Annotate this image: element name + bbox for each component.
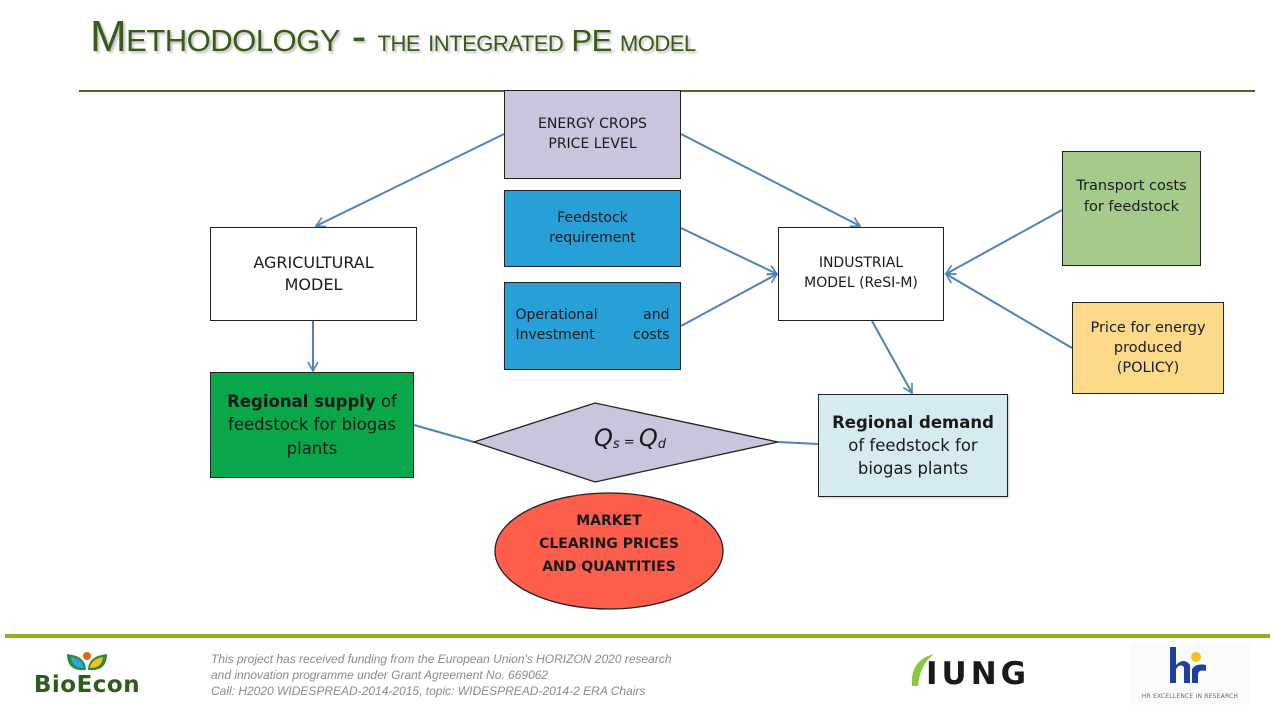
supply-rest: of — [375, 392, 397, 412]
price-line1: Price for energy — [1090, 319, 1206, 336]
arrow-oper-to-industrial — [680, 273, 779, 327]
iung-wordmark: IUNG — [926, 656, 1031, 692]
price-energy-box: Price for energy produced (POLICY) — [1072, 302, 1224, 394]
title-subtitle: the integrated PE model — [377, 23, 697, 58]
agricultural-model-box: AGRICULTURAL MODEL — [210, 227, 417, 321]
transport-costs-box: Transport costs for feedstock — [1062, 151, 1201, 266]
bioecon-logo: BioEcon — [22, 650, 152, 705]
demand-bold: Regional demand — [832, 412, 994, 432]
link-diamond-to-demand — [777, 441, 819, 445]
feedstock-line1: Feedstock — [557, 209, 628, 226]
eq-sign: = — [619, 435, 639, 450]
energy-crops-price-box: ENERGY CROPS PRICE LEVEL — [504, 90, 681, 179]
hr-logo-icon — [1170, 647, 1206, 683]
market-line3: AND QUANTITIES — [542, 559, 676, 575]
regional-supply-box: Regional supply of feedstock for biogas … — [210, 372, 414, 478]
demand-line3: biogas plants — [857, 459, 969, 479]
arrow-price-to-industrial — [944, 273, 1073, 349]
funding-line3: Call: H2020 WIDESPREAD-2014-2015, topic:… — [211, 684, 646, 698]
link-supply-to-diamond — [413, 424, 475, 443]
oper-row2-right: costs — [633, 327, 670, 343]
iung-leaf-icon — [911, 654, 934, 686]
arrow-energy-to-agri — [314, 133, 505, 228]
market-line2: CLEARING PRICES — [539, 536, 679, 552]
industrial-line1: INDUSTRIAL — [818, 255, 904, 272]
bioecon-leaf-icon — [67, 652, 107, 671]
title-separator: - — [339, 12, 378, 61]
bioecon-wordmark: BioEcon — [33, 672, 141, 698]
industrial-line2: MODEL (ReSI-M) — [804, 275, 918, 291]
eq-q-supply: Q — [594, 424, 613, 452]
transport-line2: for feedstock — [1083, 198, 1180, 215]
eq-sub-s: s — [612, 437, 620, 452]
equilibrium-equation: Qs = Qd — [590, 424, 670, 452]
arrow-transport-to-industrial — [944, 209, 1063, 275]
funding-statement: This project has received funding from t… — [211, 651, 672, 699]
energy-crops-line1: ENERGY CROPS — [538, 115, 647, 132]
arrow-energy-to-industrial — [680, 133, 862, 228]
price-line2: produced — [1113, 339, 1183, 356]
industrial-model-box: INDUSTRIAL MODEL (ReSI-M) — [778, 227, 944, 321]
oper-row1-left: Operational — [515, 307, 598, 324]
transport-line1: Transport costs — [1076, 178, 1187, 195]
energy-crops-line2: PRICE LEVEL — [548, 135, 637, 152]
arrow-industrial-to-demand — [871, 320, 913, 395]
slide-title: Methodology - the integrated PE model — [90, 12, 696, 62]
operational-investment-costs-box: Operational and Investment costs — [504, 282, 681, 370]
demand-line2: of feedstock for — [848, 435, 978, 455]
oper-row1-right: and — [643, 307, 670, 324]
agri-line1: AGRICULTURAL — [253, 252, 374, 272]
arrow-feedstock-to-industrial — [680, 227, 779, 276]
title-main: Methodology — [90, 12, 340, 61]
footer-divider — [5, 634, 1270, 638]
oper-row2-left: Investment — [515, 327, 595, 343]
supply-line3: plants — [286, 438, 338, 458]
hr-logo-caption: HR EXCELLENCE IN RESEARCH — [1141, 693, 1239, 700]
regional-demand-box: Regional demand of feedstock for biogas … — [818, 394, 1008, 497]
feedstock-requirement-box: Feedstock requirement — [504, 190, 681, 267]
funding-line1: This project has received funding from t… — [211, 652, 672, 666]
price-line3: (POLICY) — [1116, 360, 1180, 377]
hr-excellence-logo: HR EXCELLENCE IN RESEARCH — [1130, 643, 1250, 705]
feedstock-line2: requirement — [549, 229, 636, 246]
market-clearing-label: MARKET CLEARING PRICES AND QUANTITIES — [494, 510, 724, 579]
supply-line2: feedstock for biogas — [228, 415, 396, 435]
supply-bold: Regional supply — [227, 392, 376, 412]
eq-sub-d: d — [657, 437, 666, 452]
market-line1: MARKET — [576, 513, 642, 529]
market-clearing-ellipse — [494, 492, 724, 610]
iung-logo: IUNG — [908, 650, 1088, 692]
eq-q-demand: Q — [638, 424, 658, 452]
equilibrium-diamond — [471, 402, 779, 483]
funding-line2: and innovation programme under Grant Agr… — [211, 668, 549, 682]
agri-line2: MODEL — [284, 275, 343, 294]
